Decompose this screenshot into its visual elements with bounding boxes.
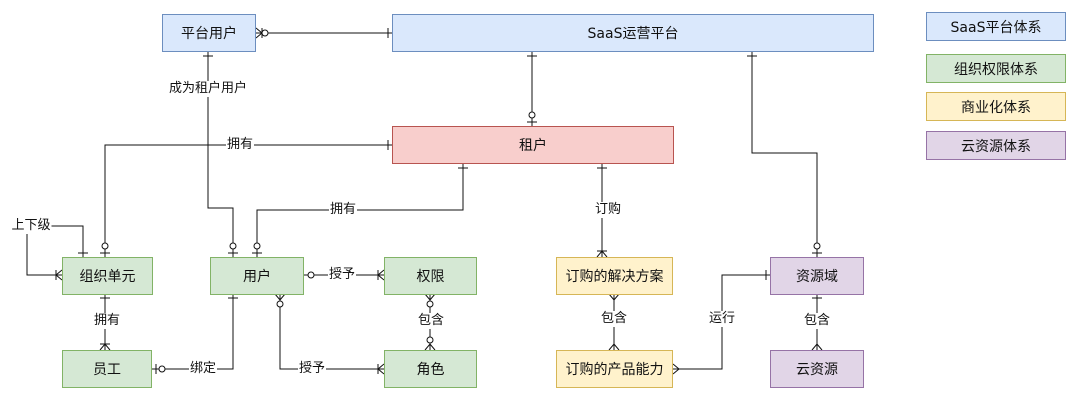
- legend-cloud-resource-system: 云资源体系: [926, 131, 1066, 160]
- edge-label-org-owns-employee: 拥有: [92, 313, 122, 329]
- node-label: 资源域: [796, 269, 838, 285]
- crow-foot-permission: [377, 269, 385, 281]
- edge-label-grant-role: 授予: [297, 361, 327, 377]
- node-user[interactable]: 用户: [210, 257, 304, 295]
- crow-foot-cloud-top: [811, 343, 823, 351]
- circle-marker: [528, 111, 536, 119]
- crow-foot-capability-top: [608, 343, 620, 351]
- circle-marker: [307, 271, 315, 279]
- edge-employee-user: [152, 294, 234, 370]
- edge-label-contains-resource: 包含: [802, 313, 832, 329]
- edge-label-contains-capability: 包含: [599, 311, 629, 327]
- legend-label: 云资源体系: [961, 138, 1031, 155]
- node-label: 用户: [243, 269, 271, 285]
- edge-label-run: 运行: [707, 311, 737, 327]
- node-role[interactable]: 角色: [384, 350, 477, 388]
- edge-label-bind: 绑定: [188, 361, 218, 377]
- node-label: 组织单元: [79, 269, 136, 285]
- node-label: 平台用户: [181, 26, 237, 42]
- crow-foot-user-bottom: [274, 293, 286, 301]
- edge-saas-resource-domain: [751, 52, 818, 257]
- node-saas-platform[interactable]: SaaS运营平台: [392, 14, 874, 52]
- node-label: 云资源: [796, 362, 838, 378]
- node-platform-user[interactable]: 平台用户: [162, 14, 256, 52]
- crow-foot-role-top: [424, 343, 436, 351]
- circle-marker: [229, 242, 237, 250]
- edge-label-become-tenant-user: 成为租户用户: [167, 81, 249, 97]
- circle-marker: [261, 29, 269, 37]
- edge-label-grant-permission: 授予: [327, 267, 357, 283]
- crow-foot-employee: [99, 343, 111, 351]
- node-label: 订购的产品能力: [565, 362, 664, 378]
- node-label: 权限: [416, 269, 445, 285]
- node-employee[interactable]: 员工: [62, 350, 152, 388]
- node-label: 员工: [93, 362, 121, 378]
- edge-label-contains-role: 包含: [416, 313, 446, 329]
- crow-foot-solution: [596, 250, 608, 258]
- circle-marker: [426, 300, 434, 308]
- crow-foot-capability-right: [672, 363, 680, 375]
- crow-foot-org-left: [55, 269, 63, 281]
- node-resource-domain[interactable]: 资源域: [770, 257, 864, 295]
- node-tenant[interactable]: 租户: [392, 126, 674, 164]
- circle-marker: [158, 365, 166, 373]
- circle-marker: [101, 242, 109, 250]
- edge-label-subscribe: 订购: [593, 202, 623, 218]
- node-label: 租户: [519, 138, 547, 154]
- node-permission[interactable]: 权限: [384, 257, 477, 295]
- edge-tenant-org-unit: [104, 144, 392, 257]
- legend-saas-system: SaaS平台体系: [926, 12, 1066, 41]
- node-subscription-solution[interactable]: 订购的解决方案: [556, 257, 673, 295]
- legend-org-permission-system: 组织权限体系: [926, 54, 1066, 83]
- circle-marker: [813, 242, 821, 250]
- legend-label: 组织权限体系: [954, 61, 1038, 78]
- circle-marker: [253, 242, 261, 250]
- crow-foot-permission-bottom: [424, 293, 436, 301]
- legend-commercial-system: 商业化体系: [926, 92, 1066, 121]
- edge-tenant-user: [256, 164, 464, 257]
- node-label: 角色: [416, 362, 445, 378]
- edge-user-role: [279, 294, 384, 370]
- edge-platform-user-user: [207, 52, 234, 257]
- node-cloud-resource[interactable]: 云资源: [770, 350, 864, 388]
- crow-foot-solution-bottom: [608, 293, 620, 301]
- circle-marker: [276, 300, 284, 308]
- node-label: 订购的解决方案: [565, 269, 664, 285]
- node-org-unit[interactable]: 组织单元: [62, 257, 153, 295]
- legend-label: 商业化体系: [961, 99, 1031, 116]
- node-subscription-capability[interactable]: 订购的产品能力: [556, 350, 673, 388]
- edge-label-tenant-owns-org: 拥有: [225, 137, 255, 153]
- circle-marker: [426, 336, 434, 344]
- node-label: SaaS运营平台: [587, 26, 679, 42]
- legend-label: SaaS平台体系: [950, 19, 1042, 36]
- edge-label-tenant-owns-user: 拥有: [328, 202, 358, 218]
- edge-label-superior-subordinate: 上下级: [10, 218, 52, 234]
- crow-foot-role-left: [377, 363, 385, 375]
